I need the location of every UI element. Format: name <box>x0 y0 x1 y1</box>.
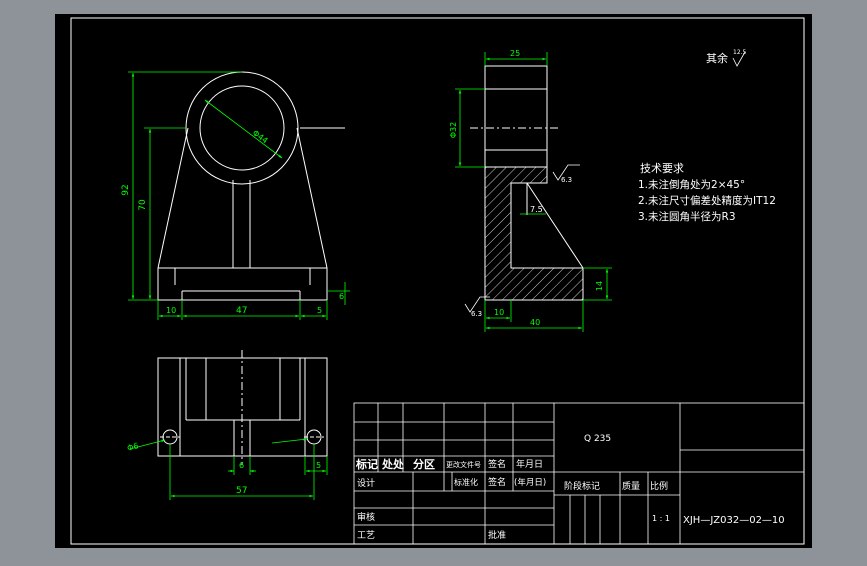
label-review: 审核 <box>357 511 375 523</box>
dim-top-right-5: 5 <box>316 461 321 470</box>
drawing-sheet <box>55 14 812 548</box>
title-block-text: Q 235 标记 处处 分区 更改文件号 签名 年月日 设计 标准化 签名 (年… <box>355 434 785 541</box>
roughness-bottom-value: 6.3 <box>471 310 482 318</box>
front-view-dimensions <box>128 71 350 320</box>
side-view <box>470 65 584 301</box>
label-doc: 更改文件号 <box>446 460 481 469</box>
roughness-top-value: 6.3 <box>561 176 572 184</box>
roughness-note-text: 其余 <box>706 51 728 65</box>
tech-item-3: 3.未注圆角半径为R3 <box>638 210 736 223</box>
tech-item-1: 1.未注倒角处为2×45° <box>638 178 745 191</box>
label-stage: 阶段标记 <box>564 480 600 492</box>
dim-side-left: 10 <box>494 308 504 317</box>
top-view-dim-text: Φ6 6 5 57 <box>126 441 321 496</box>
title-block <box>353 402 805 545</box>
scale-value: 1 : 1 <box>652 514 670 523</box>
drawing-number: XJH—JZ032—02—10 <box>683 515 785 526</box>
label-design: 设计 <box>357 477 375 489</box>
label-sign: 签名 <box>488 458 506 470</box>
dim-hole-diameter: Φ6 <box>126 441 139 453</box>
side-view-dim-text: 25 Φ32 7.5 14 10 40 6.3 6.3 <box>449 49 604 327</box>
label-approve: 批准 <box>488 529 506 541</box>
label-scale: 比例 <box>650 480 668 492</box>
side-view-dimensions <box>455 52 612 332</box>
label-zone: 分区 <box>413 457 435 471</box>
label-sign-2: 签名 <box>488 476 506 488</box>
label-mass: 质量 <box>622 480 640 492</box>
roughness-icon <box>732 51 746 67</box>
dim-height-center: 70 <box>138 199 148 211</box>
technical-requirements: 技术要求 1.未注倒角处为2×45° 2.未注尺寸偏差处精度为IT12 3.未注… <box>638 162 776 223</box>
side-view-roughness-symbols <box>464 164 580 313</box>
dim-base-height: 14 <box>595 281 604 291</box>
label-date: 年月日 <box>516 458 543 470</box>
dim-base-6: 6 <box>339 292 344 301</box>
dim-bore-diameter: Φ32 <box>449 122 458 138</box>
dim-rib: 7.5 <box>530 205 543 214</box>
dim-length-57: 57 <box>236 486 247 496</box>
tech-title: 技术要求 <box>640 162 684 175</box>
dim-center-6: 6 <box>239 461 244 470</box>
dim-side-width: 40 <box>530 318 540 327</box>
dim-slot-47: 47 <box>236 306 247 316</box>
dim-height-total: 92 <box>121 184 131 195</box>
dim-top-width: 25 <box>510 49 520 58</box>
dim-right-5: 5 <box>317 306 322 315</box>
roughness-note: 其余 12.5 <box>706 49 747 67</box>
label-craft: 工艺 <box>357 530 375 541</box>
label-standard: 标准化 <box>454 477 478 487</box>
tech-item-2: 2.未注尺寸偏差处精度为IT12 <box>638 194 776 207</box>
roughness-note-value: 12.5 <box>733 49 747 56</box>
label-mark: 标记 <box>355 457 378 471</box>
label-count: 处处 <box>381 457 405 471</box>
top-view-dimensions <box>129 438 328 500</box>
label-date-2: (年月日) <box>514 477 546 488</box>
dim-left-10: 10 <box>166 306 176 315</box>
material: Q 235 <box>584 434 611 444</box>
